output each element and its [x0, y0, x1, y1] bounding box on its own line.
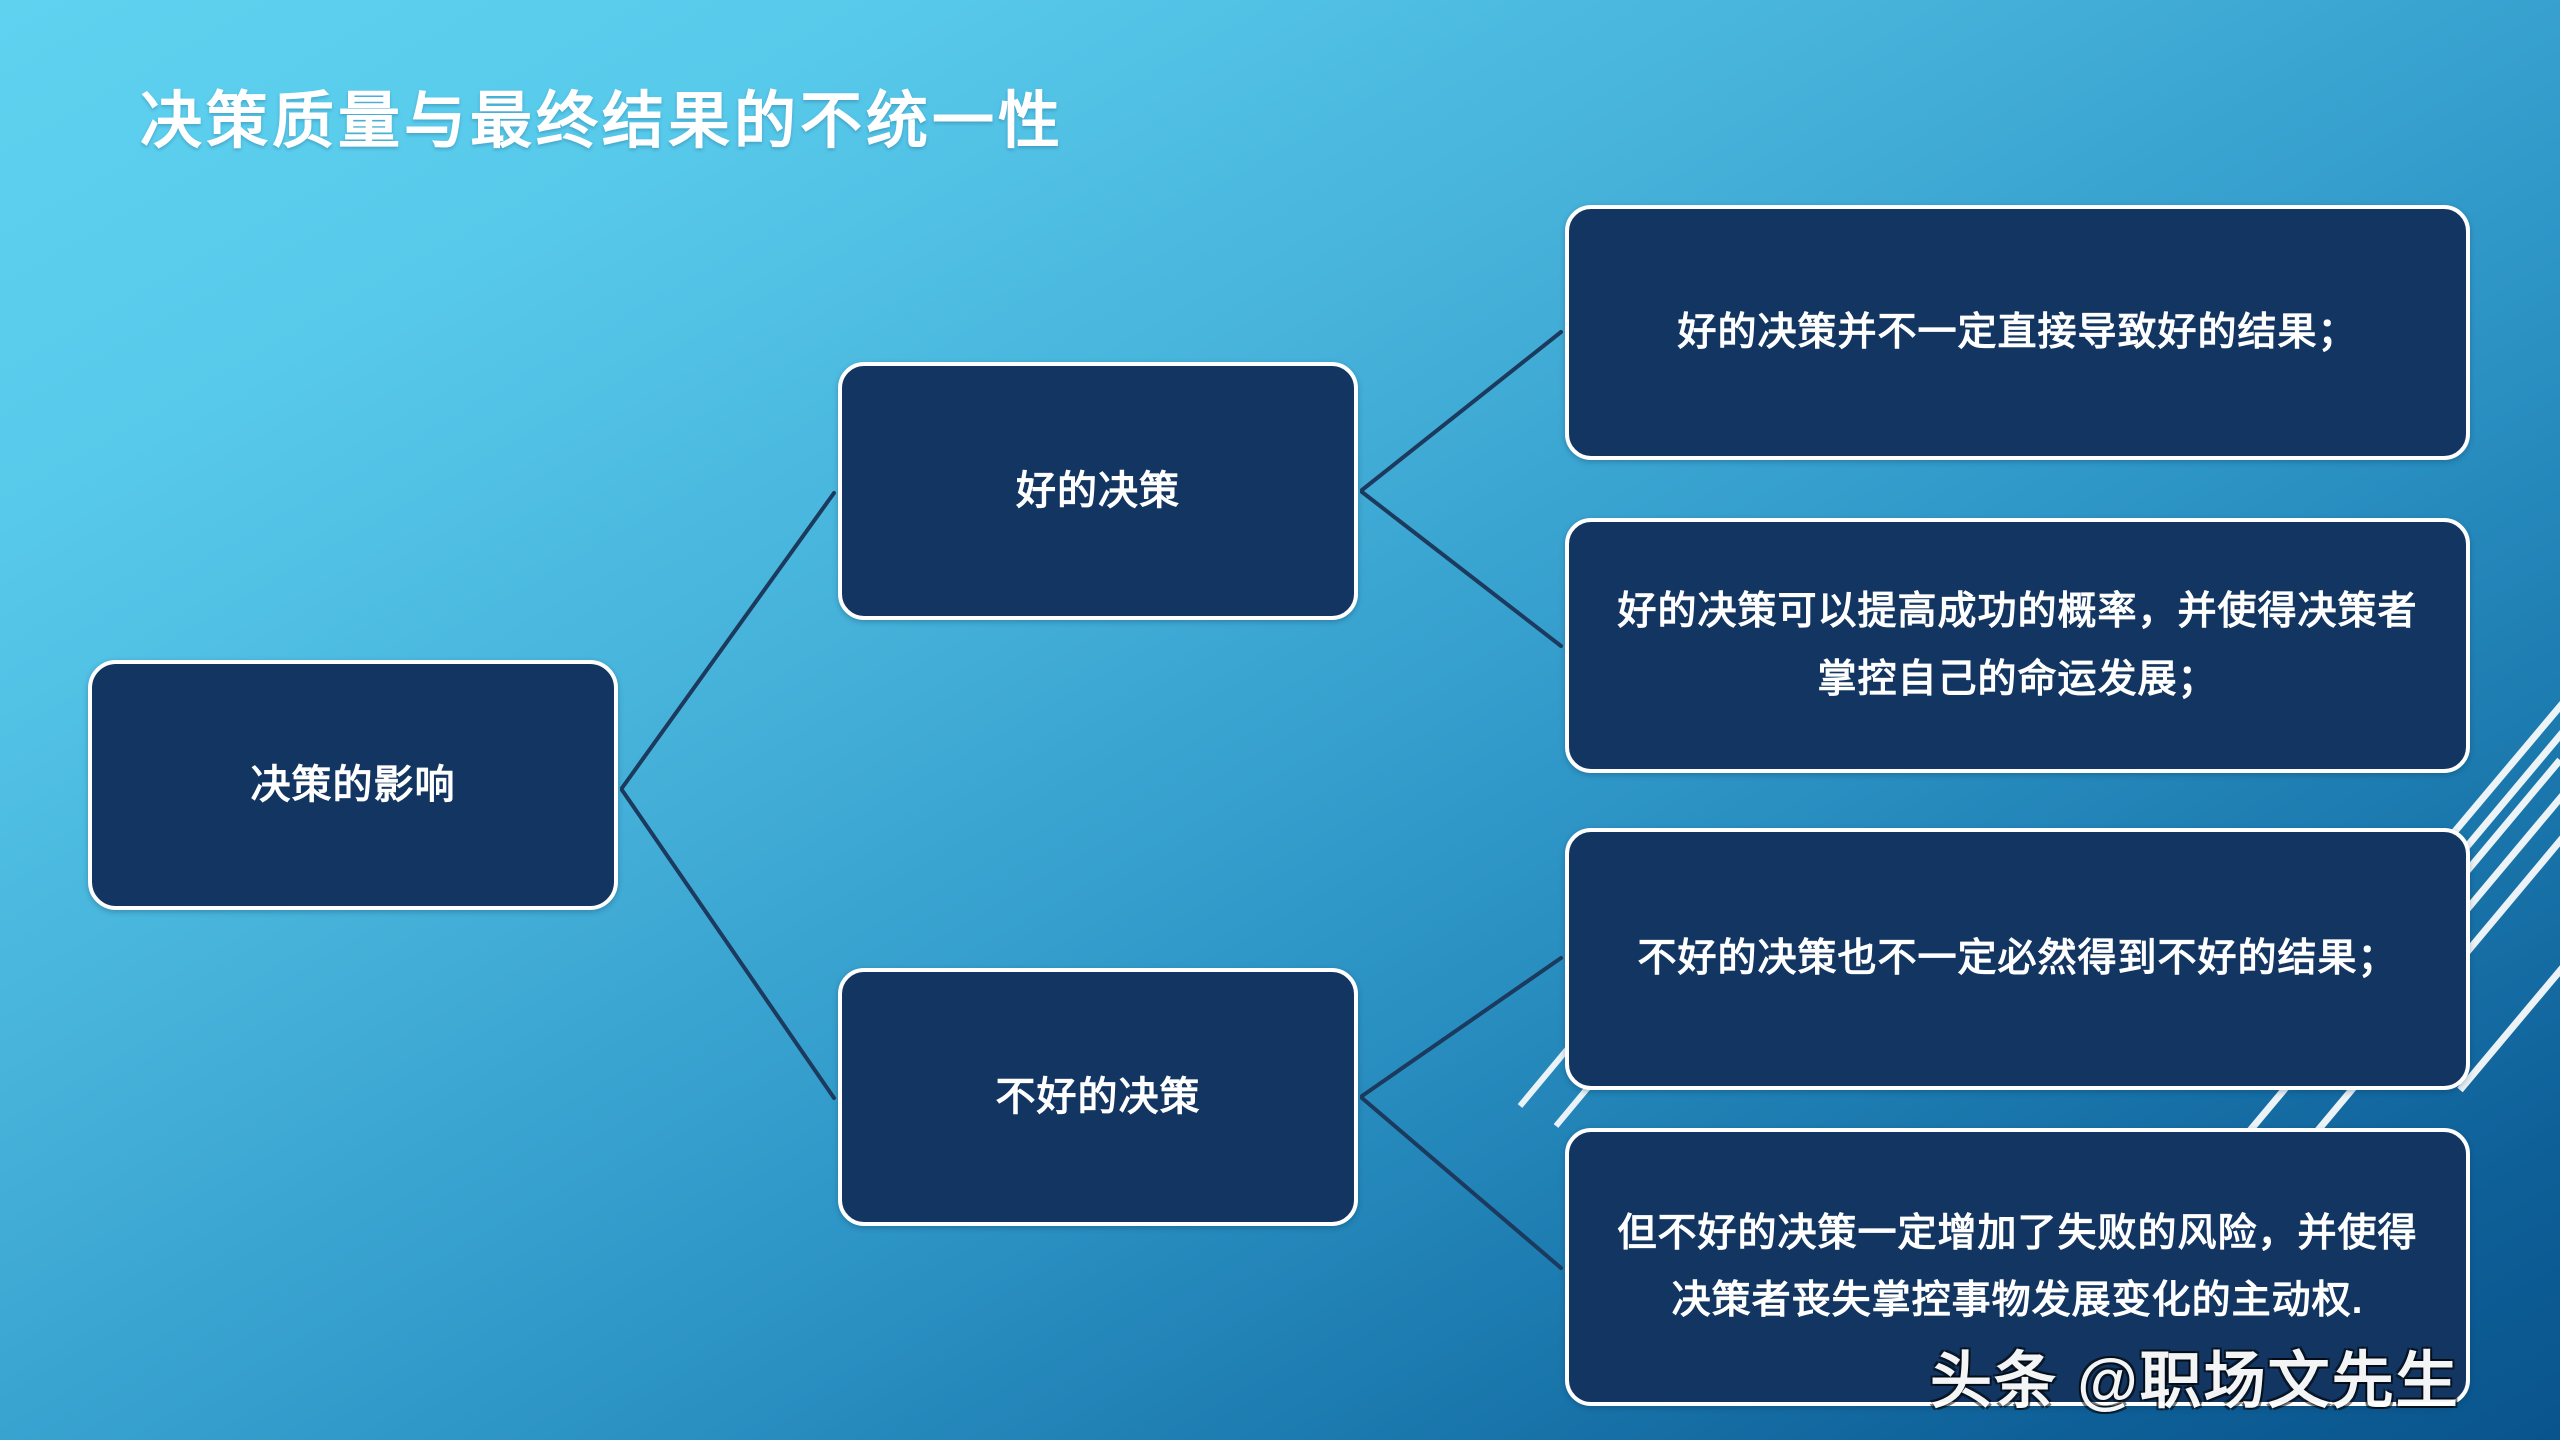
mindmap-leaf-good-decision-1-label: 好的决策并不一定直接导致好的结果； — [1677, 310, 2358, 354]
connector-branch-0-to-leaf-0 — [1360, 330, 1563, 492]
mindmap-leaf-good-decision-1[interactable]: 好的决策并不一定直接导致好的结果； — [1565, 205, 2470, 460]
connector-branch-1-to-leaf-2 — [1360, 956, 1563, 1098]
mindmap-leaf-bad-decision-2[interactable]: 但不好的决策一定增加了失败的风险，并使得决策者丧失掌控事物发展变化的主动权. — [1565, 1128, 2470, 1406]
page-title: 决策质量与最终结果的不统一性 — [140, 87, 1065, 156]
connector-root-to-branch-1 — [620, 788, 836, 1100]
mindmap-leaf-bad-decision-1-label: 不好的决策也不一定必然得到不好的结果； — [1637, 937, 2398, 981]
connector-branch-0-to-leaf-1 — [1360, 490, 1563, 648]
mindmap-node-bad-decision-label: 不好的决策 — [995, 1074, 1201, 1119]
connector-root-to-branch-0 — [620, 491, 836, 790]
connector-branch-1-to-leaf-3 — [1360, 1096, 1563, 1270]
mindmap-node-root[interactable]: 决策的影响 — [88, 660, 618, 910]
mindmap-leaf-good-decision-2-label: 好的决策可以提高成功的概率，并使得决策者掌控自己的命运发展； — [1617, 590, 2418, 701]
mindmap-node-root-label: 决策的影响 — [250, 762, 456, 807]
mindmap-leaf-bad-decision-2-label: 但不好的决策一定增加了失败的风险，并使得决策者丧失掌控事物发展变化的主动权. — [1617, 1211, 2418, 1322]
mindmap-node-bad-decision[interactable]: 不好的决策 — [838, 968, 1358, 1226]
mindmap-leaf-good-decision-2[interactable]: 好的决策可以提高成功的概率，并使得决策者掌控自己的命运发展； — [1565, 518, 2470, 773]
mindmap-leaf-bad-decision-1[interactable]: 不好的决策也不一定必然得到不好的结果； — [1565, 828, 2470, 1090]
mindmap-node-good-decision[interactable]: 好的决策 — [838, 362, 1358, 620]
mindmap-node-good-decision-label: 好的决策 — [1016, 468, 1180, 513]
